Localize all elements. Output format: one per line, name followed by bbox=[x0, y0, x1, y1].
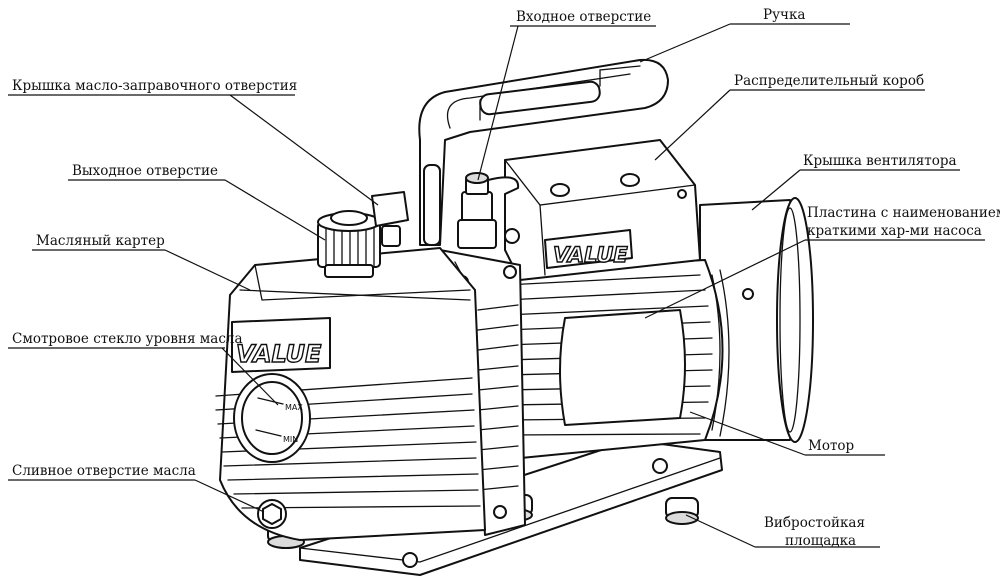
label-fan-cover: Крышка вентилятора bbox=[803, 153, 957, 169]
distribution-box: VALUE bbox=[504, 139, 701, 281]
sight-glass-min-label: MIN bbox=[283, 435, 298, 444]
leader-lines bbox=[8, 23, 985, 548]
outlet-cap bbox=[317, 210, 381, 278]
label-handle: Ручка bbox=[763, 7, 805, 23]
motor bbox=[499, 197, 814, 461]
nameplate bbox=[559, 309, 686, 426]
label-motor: Мотор bbox=[808, 438, 854, 454]
handle bbox=[418, 58, 669, 246]
label-inlet: Входное отверстие bbox=[516, 9, 651, 25]
label-nameplate-line2: краткими хар-ми насоса bbox=[807, 223, 982, 239]
label-nameplate-line1: Пластина с наименованием и bbox=[807, 205, 1000, 221]
brand-logo-sump: VALUE bbox=[236, 340, 322, 368]
label-oil-fill-cap: Крышка масло-заправочного отверстия bbox=[12, 78, 297, 94]
label-distribution-box: Распределительный короб bbox=[734, 73, 924, 89]
brand-logo-box: VALUE bbox=[553, 243, 628, 267]
label-mount-line2: площадка bbox=[785, 533, 856, 549]
sight-glass-max-label: MAX bbox=[285, 403, 303, 412]
inlet-port bbox=[423, 164, 520, 249]
label-outlet: Выходное отверстие bbox=[72, 163, 218, 179]
label-mount-line1: Вибростойкая bbox=[764, 515, 865, 531]
oil-sump: VALUE MAX MIN bbox=[215, 247, 486, 541]
oil-fill-cap bbox=[371, 191, 409, 247]
label-oil-sump: Масляный картер bbox=[36, 233, 165, 249]
label-oil-drain: Сливное отверстие масла bbox=[12, 463, 196, 479]
label-sight-glass: Смотровое стекло уровня масла bbox=[12, 331, 243, 347]
